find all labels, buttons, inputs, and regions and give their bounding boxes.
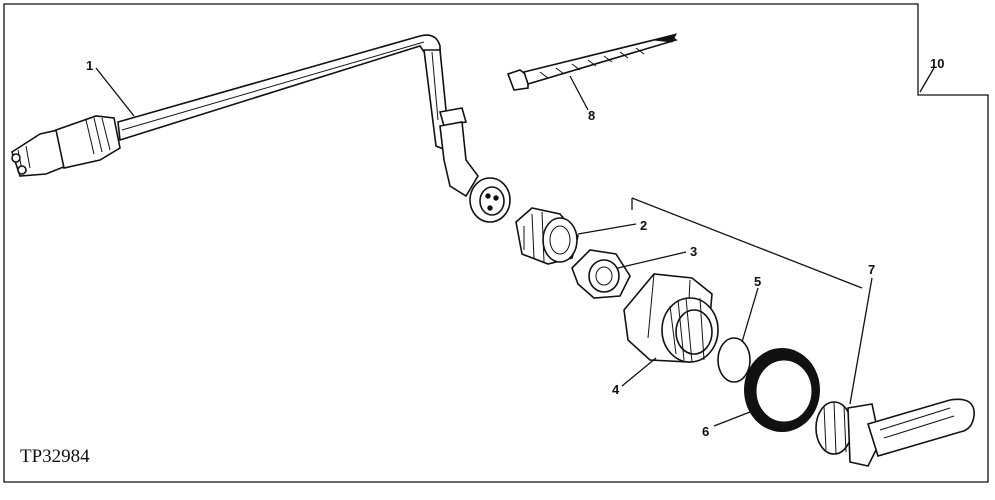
callout-3: 3 — [690, 244, 697, 259]
part-2-connector-nut — [515, 207, 579, 265]
callout-1: 1 — [86, 58, 93, 73]
callout-10: 10 — [930, 56, 944, 71]
diagram-frame — [3, 3, 989, 483]
part-6-seal-ring — [744, 348, 820, 432]
part-8-cable-tie — [506, 33, 678, 91]
callout-5: 5 — [754, 274, 761, 289]
callout-8: 8 — [588, 108, 595, 123]
callout-4: 4 — [612, 382, 620, 397]
part-5-o-ring — [717, 337, 751, 383]
part-7-sensor — [815, 398, 975, 467]
part-4-fitting — [623, 273, 719, 363]
group-bracket — [631, 197, 863, 289]
leader-lines — [95, 67, 935, 427]
callout-6: 6 — [702, 424, 709, 439]
figure-code: TP32984 — [20, 446, 90, 467]
callout-7: 7 — [868, 262, 875, 277]
callout-2: 2 — [640, 218, 647, 233]
part-3-hex-nut — [571, 249, 631, 299]
part-1-wiring-harness — [11, 34, 511, 223]
